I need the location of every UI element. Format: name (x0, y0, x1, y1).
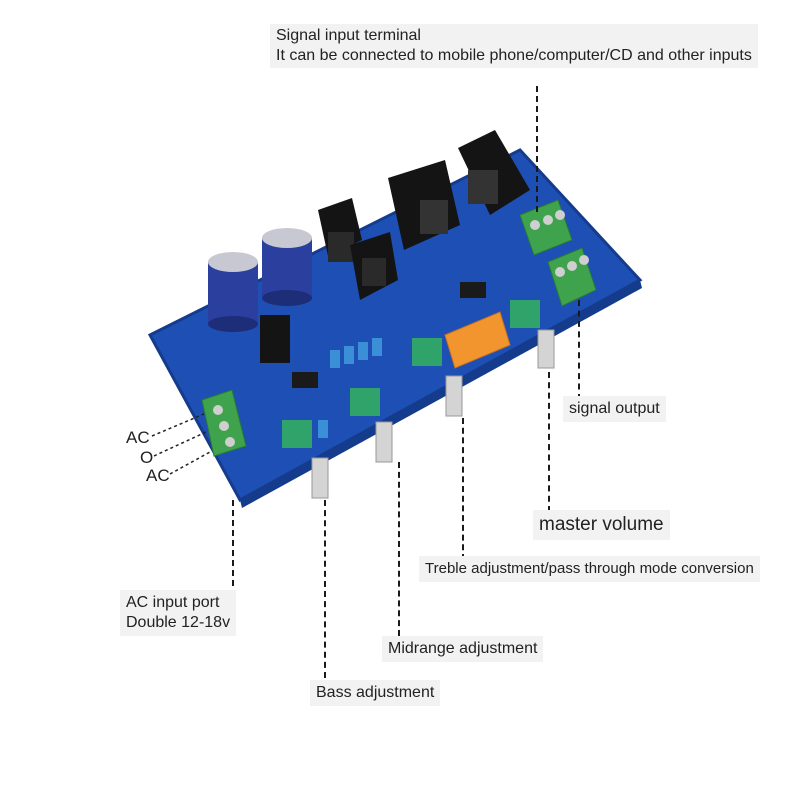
heatsink-2 (350, 232, 398, 300)
capacitor-left (208, 252, 258, 332)
midrange-label: Midrange adjustment (382, 636, 544, 662)
ac-pin-top-label: AC (126, 428, 150, 447)
ac-pin-mid-label: O (140, 448, 154, 467)
leader-midrange (398, 462, 400, 636)
ic-chip-1 (292, 372, 318, 388)
signal-input-label: Signal input terminal It can be connecte… (270, 24, 758, 68)
heatsink-5 (260, 315, 290, 363)
master-volume-label: master volume (533, 510, 670, 540)
heatsink-4 (458, 130, 530, 215)
ic-chip-2 (460, 282, 486, 298)
signal-output-label: signal output (563, 396, 666, 422)
bass-label: Bass adjustment (310, 680, 441, 706)
film-capacitors (318, 338, 382, 438)
ac-pointer-bottom (169, 451, 211, 475)
ac-input-terminal (201, 389, 247, 457)
bass-potentiometer (282, 420, 329, 499)
midrange-potentiometer (350, 388, 393, 463)
ac-pointer-mid (153, 431, 207, 457)
signal-input-terminal (519, 199, 573, 256)
ac-input-desc: Double 12-18v (126, 614, 231, 631)
leader-treble (462, 418, 464, 560)
heatsink-3 (388, 160, 460, 250)
treble-label: Treble adjustment/pass through mode conv… (419, 556, 760, 582)
capacitor-right (262, 228, 312, 306)
master-volume-potentiometer (510, 300, 555, 369)
ac-pin-bottom-label: AC (146, 466, 170, 485)
ac-input-label: AC input port Double 12-18v (120, 590, 237, 636)
leader-ac-input (232, 500, 234, 586)
leader-signal-input (536, 86, 538, 212)
leader-signal-output (578, 300, 580, 400)
ac-input-title: AC input port (126, 594, 220, 611)
treble-potentiometer (412, 338, 463, 417)
leader-bass (324, 500, 326, 678)
signal-output-terminal (547, 247, 597, 307)
leader-master-volume (548, 372, 550, 512)
relay (444, 311, 511, 369)
heatsink-1 (318, 198, 362, 262)
signal-input-title: Signal input terminal (276, 27, 421, 44)
signal-input-desc: It can be connected to mobile phone/comp… (276, 47, 752, 64)
